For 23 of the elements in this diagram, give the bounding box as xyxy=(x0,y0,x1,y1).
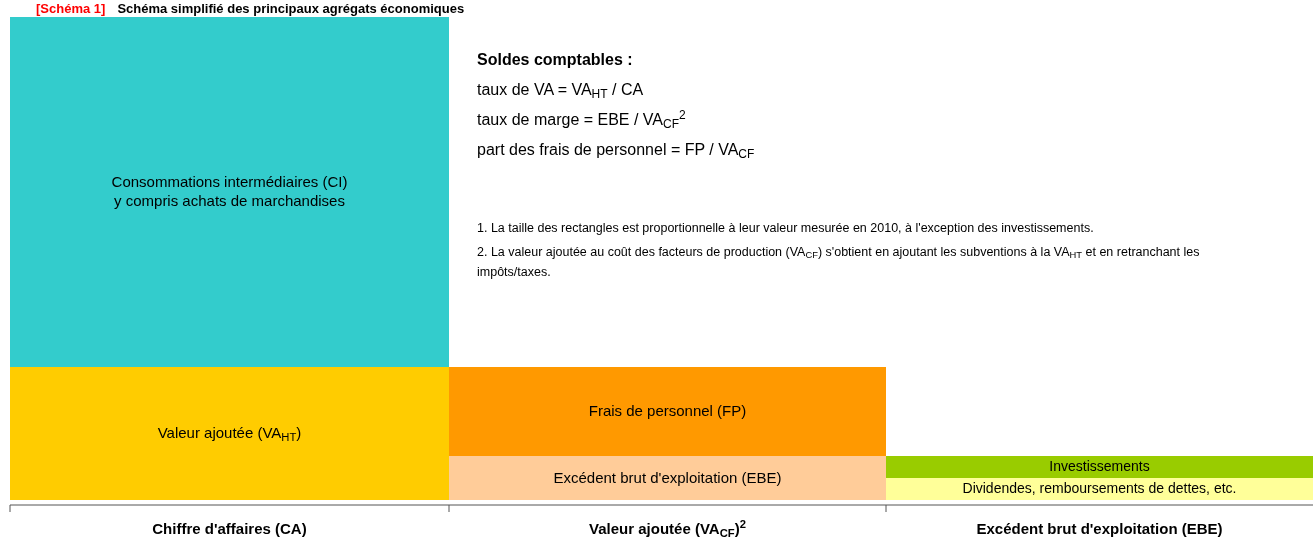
block-label: Dividendes, remboursements de dettes, etc. xyxy=(962,480,1237,498)
gross-operating-surplus-block xyxy=(449,456,886,500)
intermediate-consumption-block xyxy=(10,17,449,367)
axis-label: Chiffre d'affaires (CA) xyxy=(152,519,307,539)
footnote-text: 2. La valeur ajoutée au coût des facteurs de production (VA$_{CF}$) s'obtient en ajoutant les subventions à la VA$_{HT}$ et en retranchant les impôts/taxes. xyxy=(477,244,1201,281)
investments-block xyxy=(886,456,1313,478)
block-label: Frais de personnel (FP) xyxy=(588,402,747,421)
section-heading: Soldes comptables : xyxy=(477,50,634,70)
formula-text: taux de VA = VA$_{HT}$ / CA xyxy=(477,80,645,102)
footnote-text: 1. La taille des rectangles est proportionnelle à leur valeur mesurée en 2010, à l'exception des investissements. xyxy=(477,220,1095,237)
block-label: Consommations intermédiaires (CI) xyxy=(111,173,348,192)
axis-label: Valeur ajoutée (VA$_{CF}$)$^{2}$ xyxy=(589,518,746,541)
axis-label: Excédent brut d'exploitation (EBE) xyxy=(976,519,1223,539)
figure-number: [Schéma 1] xyxy=(36,1,106,15)
block-label: Valeur ajoutée (VA$_{HT}$) xyxy=(157,424,302,443)
formula-text: part des frais de personnel = FP / VA$_{CF}$ xyxy=(477,140,755,162)
block-label: y compris achats de marchandises xyxy=(114,192,345,211)
staff-costs-block xyxy=(449,367,886,456)
block-label: Excédent brut d'exploitation (EBE) xyxy=(553,468,782,488)
value-added-block xyxy=(10,367,449,500)
diagram-title: Schéma simplifié des principaux agrégats économiques xyxy=(117,1,465,15)
dividends-block xyxy=(886,478,1313,500)
block-label: Investissements xyxy=(1049,458,1150,476)
